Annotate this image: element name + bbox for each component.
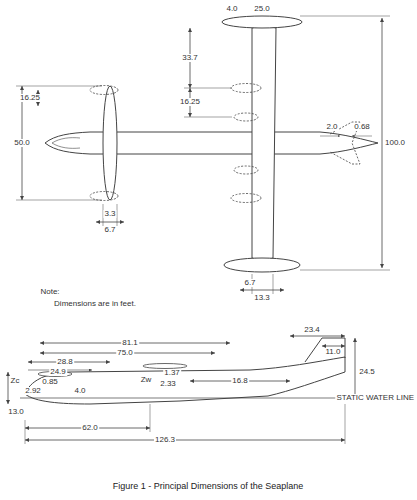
dimension-label: 16.25	[179, 98, 201, 106]
dimension-label: 0.68	[353, 123, 371, 131]
dimension-label: 75.0	[116, 349, 134, 357]
dimension-label: 3.3	[103, 210, 116, 218]
dimension-label: Zc	[10, 377, 21, 385]
dimension-label: 126.3	[154, 436, 176, 444]
dimension-label: 28.8	[56, 358, 74, 366]
dimension-label: 2.33	[159, 380, 177, 388]
dimension-label: 0.85	[41, 378, 59, 386]
dimension-label: 16.25	[19, 94, 41, 102]
side-view	[8, 336, 355, 444]
dimension-label: 1.37	[163, 369, 181, 377]
dimension-label: 81.1	[121, 339, 139, 347]
dimension-label: Note:	[39, 288, 60, 296]
dimension-label: 4.0	[225, 5, 238, 13]
dimension-label: 2.92	[24, 387, 42, 395]
dimension-label: 100.0	[384, 139, 406, 147]
dimension-label: 13.3	[253, 294, 271, 302]
dimension-label: 13.0	[7, 408, 25, 416]
dimension-label: Zw	[140, 376, 153, 384]
dimension-label: 33.7	[181, 54, 199, 62]
dimension-label: 25.0	[253, 5, 271, 13]
dimension-label: 6.7	[103, 226, 116, 234]
dimension-label: 24.9	[49, 368, 67, 376]
dimension-label: 6.7	[243, 279, 256, 287]
dimension-label: 11.0	[325, 348, 342, 356]
figure-caption: Figure 1 - Principal Dimensions of the S…	[112, 482, 305, 491]
dimension-label: 23.4	[303, 326, 321, 334]
plan-view	[16, 16, 390, 294]
dimension-label: 16.8	[231, 377, 249, 385]
dimension-label: 4.0	[73, 387, 86, 395]
dimension-label: 24.5	[358, 368, 376, 376]
dimension-label: STATIC WATER LINE	[336, 394, 415, 402]
dimension-label: 62.0	[81, 424, 99, 432]
dimension-label: 2.0	[325, 123, 338, 131]
dimension-label: 50.0	[13, 139, 31, 147]
dimension-label: Dimensions are in feet.	[53, 300, 137, 308]
